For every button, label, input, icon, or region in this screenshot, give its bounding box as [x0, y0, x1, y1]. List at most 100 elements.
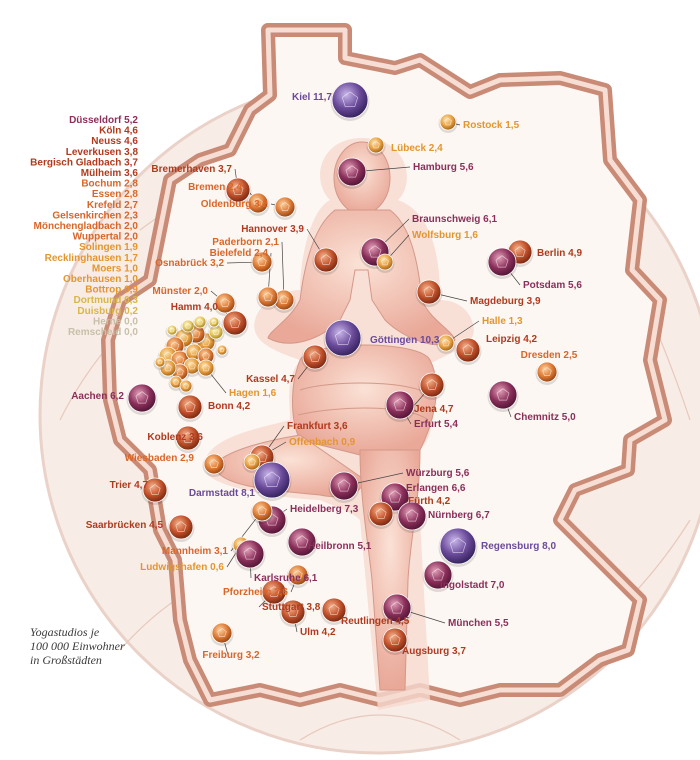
city-pin-trier[interactable]: [141, 477, 169, 505]
city-pin-koblenz[interactable]: [174, 425, 202, 453]
city-pin-dresden[interactable]: [535, 361, 559, 385]
city-label-muenchen: München 5,5: [448, 618, 509, 629]
city-pin-hamm[interactable]: [221, 310, 249, 338]
caption-line-1: Yogastudios je: [30, 625, 100, 639]
city-pin-muenster[interactable]: [213, 292, 237, 316]
city-pin-erfurt[interactable]: [384, 390, 416, 422]
city-pin-fuerth[interactable]: [367, 501, 395, 529]
city-pin-regensburg[interactable]: [438, 527, 478, 567]
city-label-erlangen: Erlangen 6,6: [406, 483, 466, 494]
city-label-muenster: Münster 2,0: [152, 286, 208, 297]
city-label-oberhausen: Oberhausen 1,0: [63, 274, 138, 285]
city-label-moers: Moers 1,0: [92, 263, 139, 274]
city-label-remscheid: Remscheid 0,0: [68, 327, 138, 338]
city-label-offenbach: Offenbach 0,9: [289, 437, 356, 448]
city-label-goettingen: Göttingen 10,3: [370, 335, 440, 346]
ruhr-cluster-pin-12[interactable]: [207, 324, 225, 342]
city-pin-oldenburg[interactable]: [273, 196, 297, 220]
city-pin-luebeck[interactable]: [366, 136, 386, 156]
city-pin-bremerhaven[interactable]: [224, 177, 252, 205]
city-pin-wolfsburg[interactable]: [375, 253, 395, 273]
city-pin-mannheim[interactable]: [250, 500, 274, 524]
city-pin-wiesbaden[interactable]: [202, 453, 226, 477]
city-label-oldenburg: Oldenburg 3,2: [201, 199, 269, 210]
city-pin-saarbruecken[interactable]: [167, 514, 195, 542]
city-label-pforzheim: Pforzheim 2,6: [223, 587, 288, 598]
city-label-frankfurt: Frankfurt 3,6: [287, 421, 348, 432]
city-pin-heilbronn[interactable]: [286, 527, 318, 559]
legend-caption: Yogastudios je 100 000 Einwohner in Groß…: [30, 625, 170, 667]
city-label-reutlingen: Reutlingen 4,5: [341, 616, 410, 627]
city-pin-karlsruhe[interactable]: [234, 539, 266, 571]
city-label-kassel: Kassel 4,7: [246, 374, 295, 385]
city-pin-stuttgart[interactable]: [260, 579, 288, 607]
ruhr-cluster-pin-15[interactable]: [165, 324, 179, 338]
city-label-duesseldorf: Düsseldorf 5,2: [69, 115, 138, 126]
caption-line-2: 100 000 Einwohner: [30, 639, 125, 653]
city-label-koeln: Köln 4,6: [99, 126, 138, 137]
city-label-leipzig: Leipzig 4,2: [486, 334, 538, 345]
city-label-duisburg: Duisburg 0,2: [77, 306, 138, 317]
city-label-fuerth: Fürth 4,2: [408, 496, 451, 507]
city-label-hamburg: Hamburg 5,6: [413, 162, 474, 173]
city-label-essen: Essen 2,8: [92, 189, 139, 200]
city-pin-ingolstadt[interactable]: [422, 560, 454, 592]
city-label-bottrop: Bottrop 0,9: [85, 285, 138, 296]
city-pin-halle[interactable]: [436, 334, 456, 354]
city-pin-bremen[interactable]: [246, 192, 270, 216]
city-pin-leipzig[interactable]: [454, 337, 482, 365]
city-label-gelsenkirchen: Gelsenkirchen 2,3: [52, 210, 138, 221]
city-pin-hagen[interactable]: [196, 359, 216, 379]
city-pin-wuerzburg[interactable]: [328, 471, 360, 503]
ruhr-cluster-pin-17[interactable]: [168, 375, 184, 391]
city-pin-nuernberg[interactable]: [396, 501, 428, 533]
city-pin-osnabrueck[interactable]: [250, 251, 274, 275]
city-label-berlin: Berlin 4,9: [537, 248, 582, 259]
city-pins: [126, 81, 559, 655]
city-label-dortmund: Dortmund 0,3: [74, 295, 139, 306]
city-pin-darmstadt[interactable]: [252, 461, 292, 501]
city-pin-jena[interactable]: [418, 372, 446, 400]
city-label-darmstadt: Darmstadt 8,1: [189, 488, 256, 499]
city-label-wolfsburg: Wolfsburg 1,6: [412, 230, 478, 241]
ruhr-cluster-pin-18[interactable]: [178, 379, 194, 395]
city-label-luebeck: Lübeck 2,4: [391, 143, 443, 154]
city-pin-reutlingen[interactable]: [320, 597, 348, 625]
city-label-krefeld: Krefeld 2,7: [87, 200, 139, 211]
city-pin-rostock[interactable]: [438, 113, 458, 133]
city-label-mannheim: Mannheim 3,1: [162, 546, 229, 557]
city-label-bremerhaven: Bremerhaven 3,7: [151, 164, 232, 175]
city-label-recklinghausen: Recklinghausen 1,7: [45, 253, 139, 264]
ruhr-cluster-pin-13[interactable]: [180, 319, 196, 335]
city-pin-aachen[interactable]: [126, 383, 158, 415]
city-pin-freiburg[interactable]: [210, 622, 234, 646]
city-pin-ulm[interactable]: [279, 599, 307, 627]
ruhr-cluster-pin-16[interactable]: [207, 316, 221, 330]
city-pin-hamburg[interactable]: [336, 157, 368, 189]
city-pin-kiel[interactable]: [330, 81, 370, 121]
city-label-hagen: Hagen 1,6: [229, 388, 277, 399]
city-pin-goettingen[interactable]: [323, 319, 363, 359]
city-pin-offenbach[interactable]: [242, 453, 262, 473]
ruhr-cluster-pin-14[interactable]: [192, 315, 208, 331]
city-label-bergisch-gladbach: Bergisch Gladbach 3,7: [30, 157, 138, 168]
city-pin-augsburg[interactable]: [381, 627, 409, 655]
city-label-rostock: Rostock 1,5: [463, 120, 520, 131]
city-pin-magdeburg[interactable]: [415, 279, 443, 307]
city-pin-bonn[interactable]: [176, 394, 204, 422]
city-label-ingolstadt: Ingolstadt 7,0: [440, 580, 505, 591]
city-pin-muenchen[interactable]: [381, 593, 413, 625]
city-pin-hannover[interactable]: [312, 247, 340, 275]
city-label-paderborn: Paderborn 2,1: [212, 237, 279, 248]
city-pin-pforzheim[interactable]: [286, 564, 310, 588]
city-label-kiel: Kiel 11,7: [292, 92, 332, 103]
city-label-bremen: Bremen 2,4: [188, 182, 242, 193]
city-pin-chemnitz[interactable]: [487, 380, 519, 412]
city-pin-bielefeld[interactable]: [256, 286, 280, 310]
city-pin-kassel[interactable]: [301, 344, 329, 372]
city-label-wuppertal: Wuppertal 2,0: [73, 232, 139, 243]
city-label-augsburg: Augsburg 3,7: [402, 646, 466, 657]
city-pin-potsdam[interactable]: [486, 247, 518, 279]
ruhr-cluster-pin-19[interactable]: [153, 356, 167, 370]
ruhr-cluster-pin-20[interactable]: [215, 344, 229, 358]
